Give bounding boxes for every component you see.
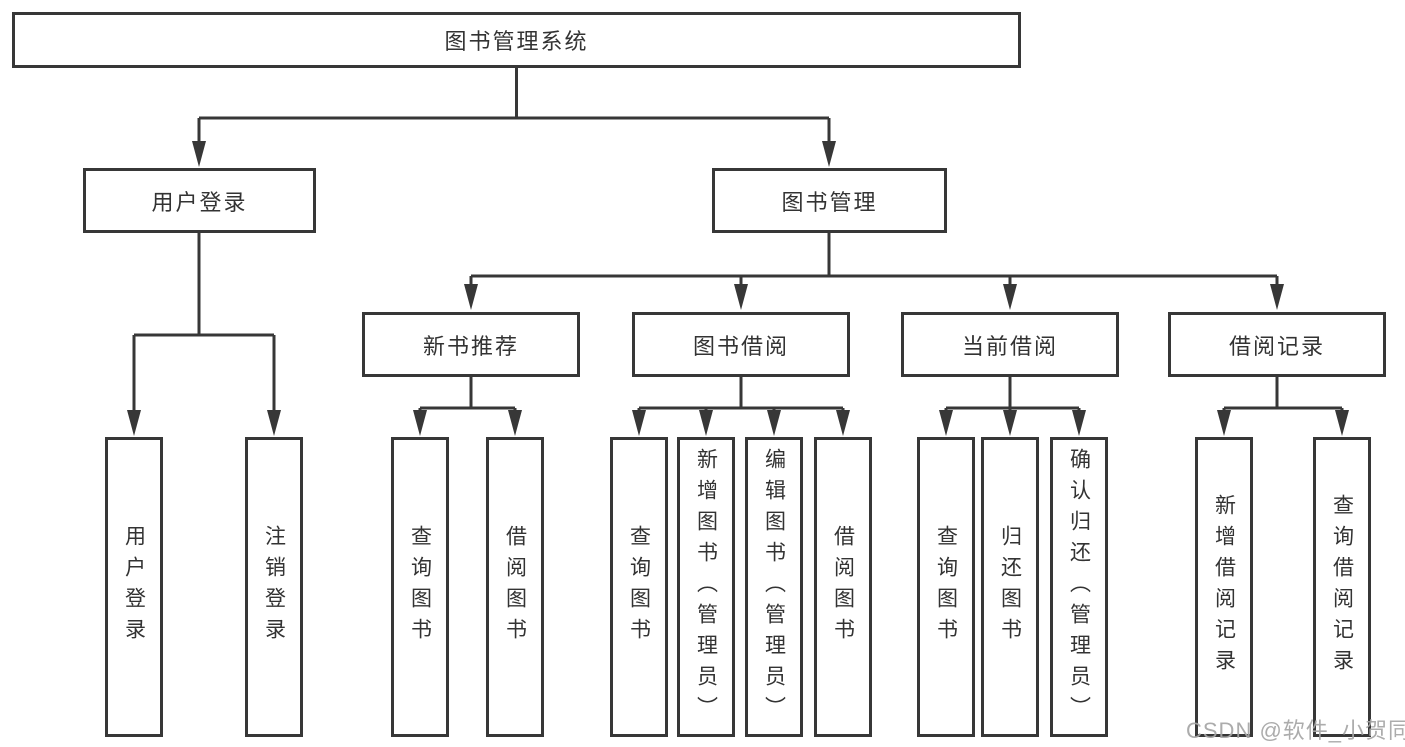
leaf-borrow-edit-books-admin: 编辑图书（管理员） [745, 437, 803, 737]
leaf-current-return-books: 归还图书 [981, 437, 1039, 737]
leaf-recommend-query-books-label: 查询图书 [408, 525, 432, 649]
leaf-records-query-record: 查询借阅记录 [1313, 437, 1371, 737]
leaf-borrow-add-books-admin: 新增图书（管理员） [677, 437, 735, 737]
leaf-user-login: 用户登录 [105, 437, 163, 737]
leaf-borrow-query-books: 查询图书 [610, 437, 668, 737]
node-book-management: 图书管理 [712, 168, 947, 233]
leaf-records-add-record: 新增借阅记录 [1195, 437, 1253, 737]
connector-book-borrow-to-leaves [637, 375, 845, 411]
node-new-book-recommend: 新书推荐 [362, 312, 580, 377]
connector-root-to-level2 [197, 66, 831, 142]
node-library-management-system: 图书管理系统 [12, 12, 1021, 68]
leaf-current-query-books: 查询图书 [917, 437, 975, 737]
leaf-logout-label: 注销登录 [262, 525, 286, 649]
node-user-login: 用户登录 [83, 168, 316, 233]
leaf-current-query-books-label: 查询图书 [934, 525, 958, 649]
leaf-records-add-record-label: 新增借阅记录 [1212, 494, 1236, 680]
arrowheads [127, 141, 1349, 436]
connector-borrow-records-to-leaves [1222, 375, 1344, 411]
node-book-borrow: 图书借阅 [632, 312, 850, 377]
leaf-borrow-borrow-books-label: 借阅图书 [831, 525, 855, 649]
leaf-user-login-label: 用户登录 [122, 525, 146, 649]
leaf-records-query-record-label: 查询借阅记录 [1330, 494, 1354, 680]
leaf-borrow-add-books-admin-label: 新增图书（管理员） [694, 447, 718, 727]
leaf-current-return-books-label: 归还图书 [998, 525, 1022, 649]
connector-new-book-recommend-to-leaves [418, 375, 517, 411]
node-borrow-records: 借阅记录 [1168, 312, 1386, 377]
leaf-current-confirm-return-admin: 确认归还（管理员） [1050, 437, 1108, 737]
leaf-recommend-borrow-books-label: 借阅图书 [503, 525, 527, 649]
connector-current-borrow-to-leaves [944, 375, 1081, 411]
leaf-recommend-query-books: 查询图书 [391, 437, 449, 737]
node-current-borrow: 当前借阅 [901, 312, 1119, 377]
leaf-borrow-query-books-label: 查询图书 [627, 525, 651, 649]
leaf-logout: 注销登录 [245, 437, 303, 737]
csdn-watermark: CSDN @软件_小贺同学 [1186, 718, 1405, 743]
leaf-recommend-borrow-books: 借阅图书 [486, 437, 544, 737]
leaf-current-confirm-return-admin-label: 确认归还（管理员） [1067, 447, 1091, 727]
connector-book-management-to-level3 [469, 230, 1279, 285]
leaf-borrow-edit-books-admin-label: 编辑图书（管理员） [762, 447, 786, 727]
connector-user-login-to-leaves [132, 230, 276, 411]
leaf-borrow-borrow-books: 借阅图书 [814, 437, 872, 737]
